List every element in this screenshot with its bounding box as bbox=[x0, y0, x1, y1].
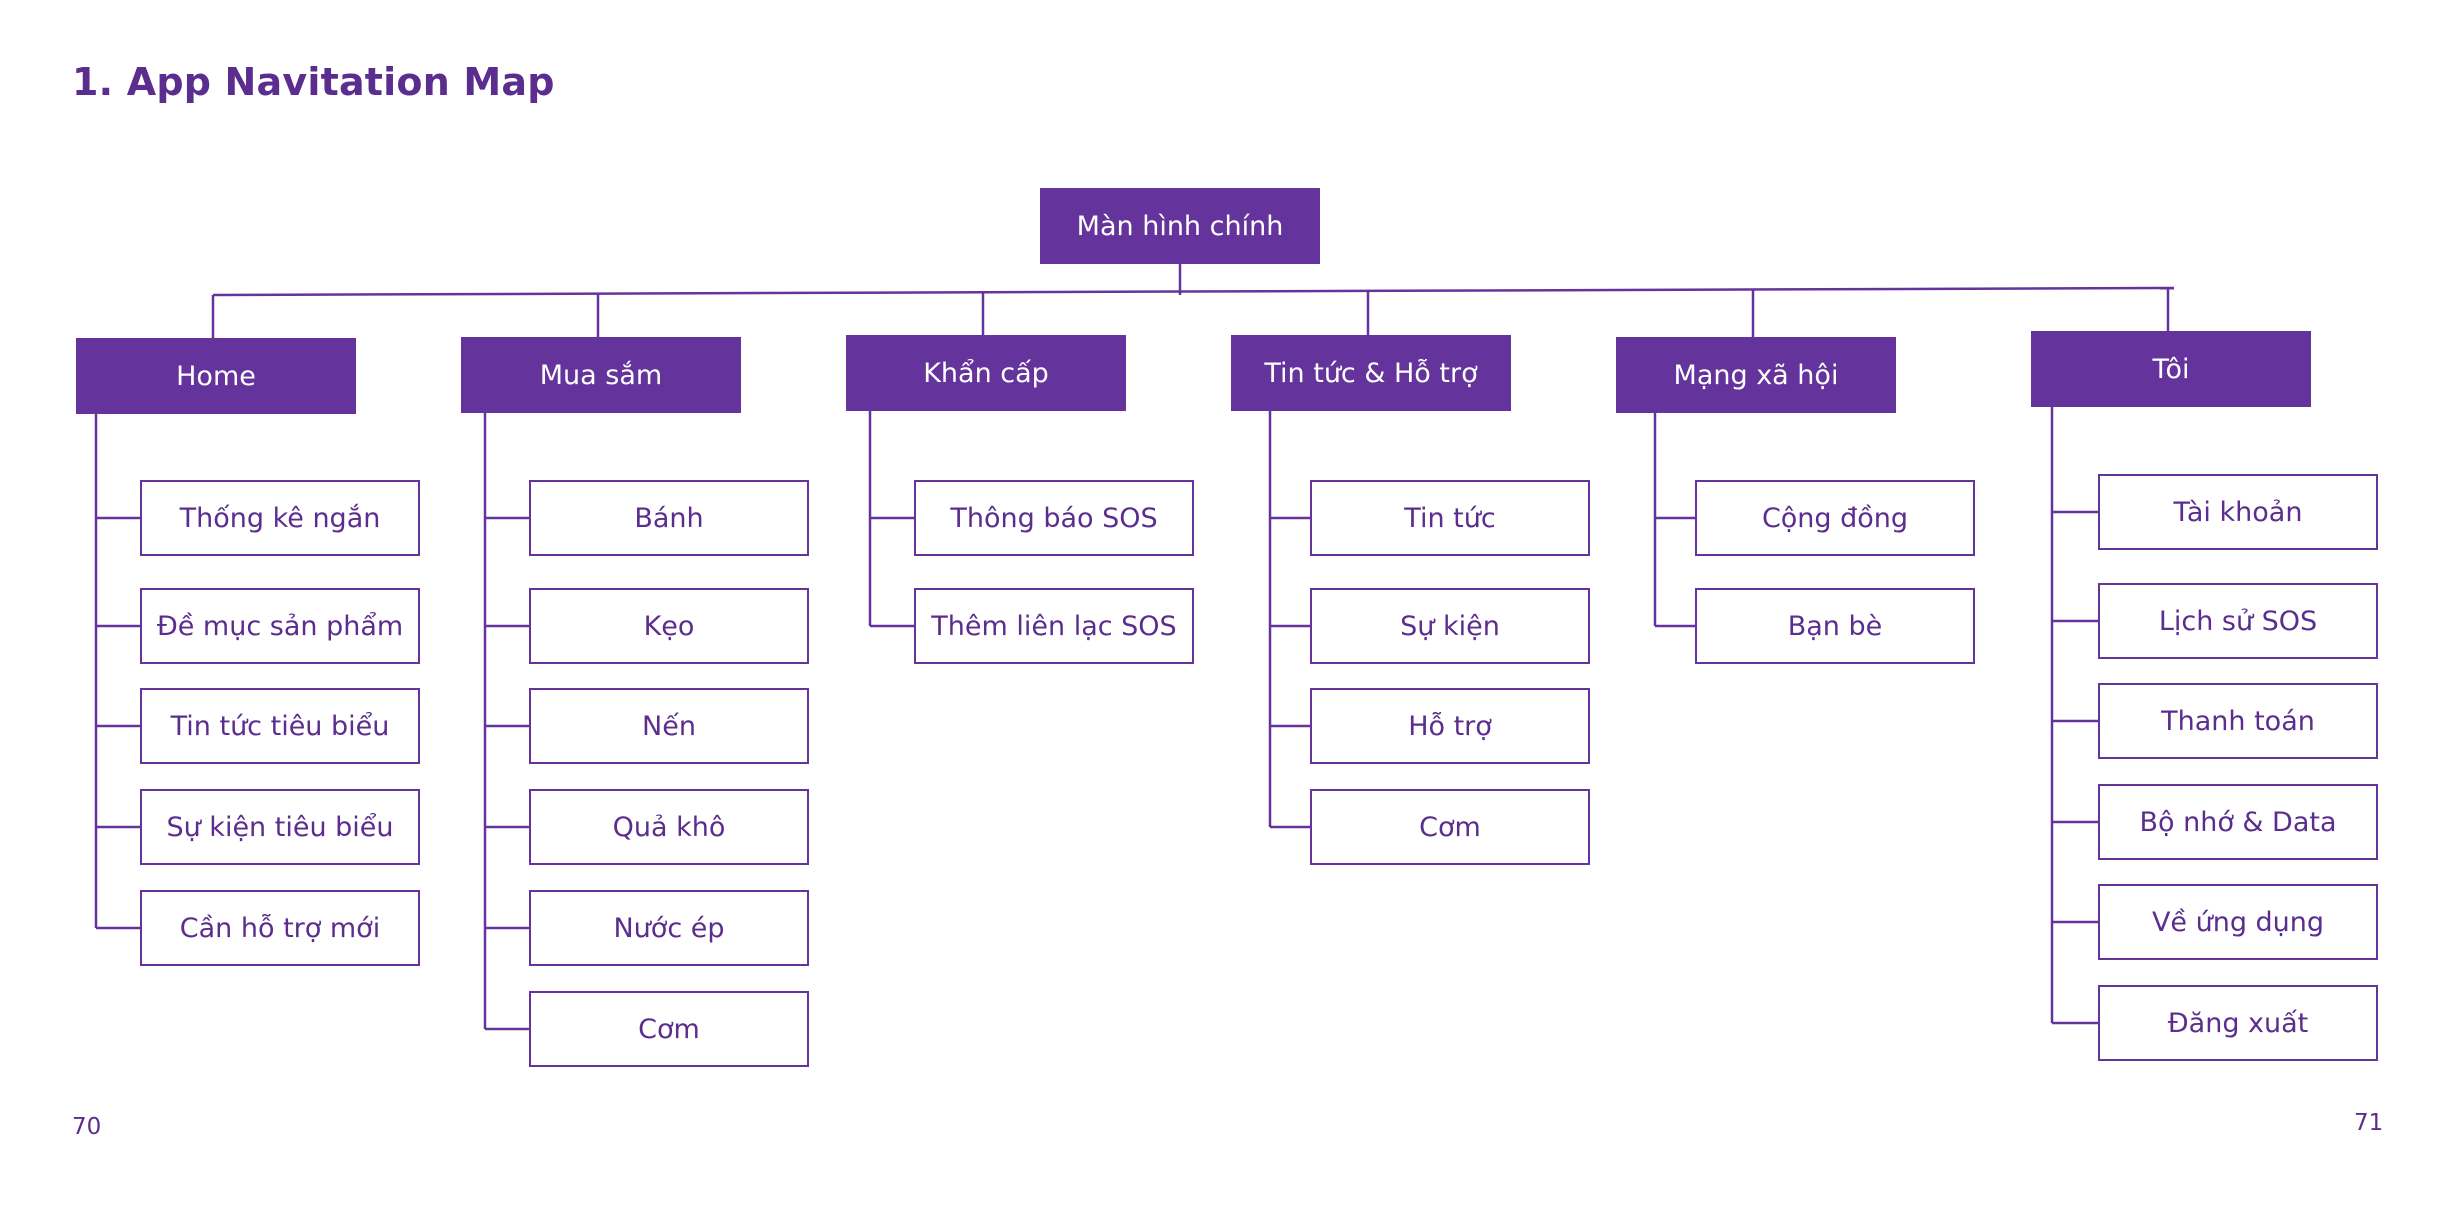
section-4-item: Cơm bbox=[1310, 789, 1590, 865]
section-2-item: Nến bbox=[529, 688, 809, 764]
section-2-header: Mua sắm bbox=[461, 337, 741, 413]
section-1-item: Cần hỗ trợ mới bbox=[140, 890, 420, 966]
section-1-item: Sự kiện tiêu biểu bbox=[140, 789, 420, 865]
section-3-item-label: Thêm liên lạc SOS bbox=[931, 610, 1177, 642]
section-5-label: Mạng xã hội bbox=[1673, 359, 1839, 391]
section-3-item-label: Thông báo SOS bbox=[950, 502, 1158, 534]
section-1-item-label: Cần hỗ trợ mới bbox=[179, 912, 381, 944]
section-2-item-label: Nến bbox=[642, 710, 696, 742]
section-6-item-label: Lịch sử SOS bbox=[2158, 605, 2318, 637]
page-number-right: 71 bbox=[2354, 1110, 2384, 1136]
section-2-item: Bánh bbox=[529, 480, 809, 556]
section-1-item: Tin tức tiêu biểu bbox=[140, 688, 420, 764]
section-1-label: Home bbox=[176, 360, 256, 392]
section-3-label: Khẩn cấp bbox=[923, 357, 1049, 389]
section-4-item: Tin tức bbox=[1310, 480, 1590, 556]
section-5-item: Bạn bè bbox=[1695, 588, 1975, 664]
section-1-item-label: Tin tức tiêu biểu bbox=[170, 710, 390, 742]
section-2-item: Cơm bbox=[529, 991, 809, 1067]
section-1-item-label: Sự kiện tiêu biểu bbox=[166, 811, 394, 843]
root-bus-line bbox=[212, 286, 2175, 297]
section-1-item: Thống kê ngắn bbox=[140, 480, 420, 556]
section-5-item-label: Bạn bè bbox=[1787, 610, 1883, 642]
section-2-item-label: Bánh bbox=[634, 502, 704, 534]
section-6-item: Lịch sử SOS bbox=[2098, 583, 2378, 659]
section-6-item-label: Về ứng dụng bbox=[2151, 906, 2325, 938]
section-4-item-label: Tin tức bbox=[1404, 502, 1496, 534]
section-4-item-label: Sự kiện bbox=[1400, 610, 1500, 642]
section-6-item: Thanh toán bbox=[2098, 683, 2378, 759]
section-2-item-label: Cơm bbox=[638, 1013, 700, 1045]
section-3-item: Thêm liên lạc SOS bbox=[914, 588, 1194, 664]
section-5-item-label: Cộng đồng bbox=[1761, 502, 1909, 534]
section-3-header: Khẩn cấp bbox=[846, 335, 1126, 411]
section-4-header: Tin tức & Hỗ trợ bbox=[1231, 335, 1511, 411]
section-2-item: Quả khô bbox=[529, 789, 809, 865]
section-2-label: Mua sắm bbox=[539, 359, 663, 391]
section-6-item-label: Thanh toán bbox=[2161, 705, 2315, 737]
section-6-header: Tôi bbox=[2031, 331, 2311, 407]
section-4-item: Sự kiện bbox=[1310, 588, 1590, 664]
section-5-header: Mạng xã hội bbox=[1616, 337, 1896, 413]
root-node-label: Màn hình chính bbox=[1076, 210, 1284, 242]
section-4-label: Tin tức & Hỗ trợ bbox=[1264, 357, 1478, 389]
section-1-item-label: Thống kê ngắn bbox=[179, 502, 381, 534]
section-6-item-label: Tài khoản bbox=[2173, 496, 2303, 528]
section-6-label: Tôi bbox=[2152, 353, 2190, 385]
section-2-item: Nước ép bbox=[529, 890, 809, 966]
section-2-item-label: Nước ép bbox=[613, 912, 725, 944]
section-4-item-label: Cơm bbox=[1419, 811, 1481, 843]
section-6-item-label: Bộ nhớ & Data bbox=[2139, 806, 2337, 838]
section-6-item: Tài khoản bbox=[2098, 474, 2378, 550]
root-node: Màn hình chính bbox=[1040, 188, 1320, 264]
section-4-item: Hỗ trợ bbox=[1310, 688, 1590, 764]
section-6-item: Đăng xuất bbox=[2098, 985, 2378, 1061]
page-title: 1. App Navitation Map bbox=[72, 60, 555, 104]
section-6-item: Về ứng dụng bbox=[2098, 884, 2378, 960]
section-2-item: Kẹo bbox=[529, 588, 809, 664]
section-2-item-label: Kẹo bbox=[643, 610, 695, 642]
page-number-left: 70 bbox=[72, 1114, 102, 1140]
section-3-item: Thông báo SOS bbox=[914, 480, 1194, 556]
section-4-item-label: Hỗ trợ bbox=[1408, 710, 1492, 742]
section-2-item-label: Quả khô bbox=[612, 811, 726, 843]
section-6-item: Bộ nhớ & Data bbox=[2098, 784, 2378, 860]
section-1-header: Home bbox=[76, 338, 356, 414]
section-1-item-label: Đề mục sản phẩm bbox=[156, 610, 404, 642]
section-1-item: Đề mục sản phẩm bbox=[140, 588, 420, 664]
section-5-item: Cộng đồng bbox=[1695, 480, 1975, 556]
section-6-item-label: Đăng xuất bbox=[2167, 1007, 2309, 1039]
